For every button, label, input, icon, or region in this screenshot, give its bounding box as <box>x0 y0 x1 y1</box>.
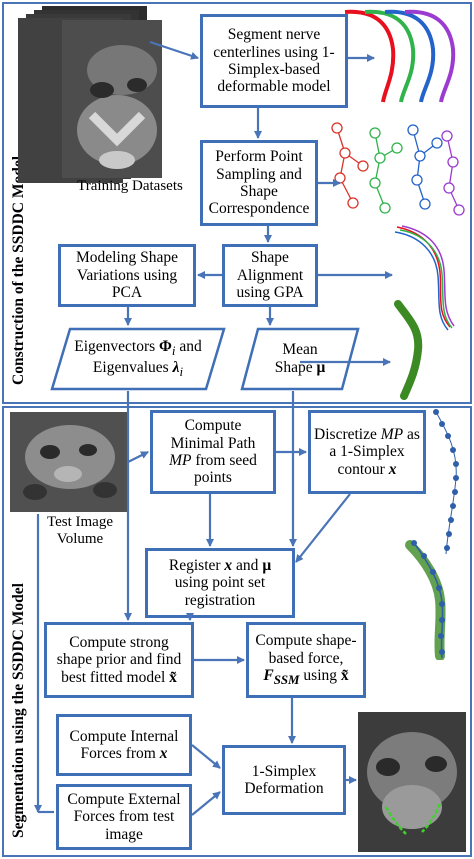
modeling-shape-variations-box: Modeling Shape Variations using PCA <box>58 244 196 307</box>
shape-force-text: Compute shape-based force, <box>255 632 357 667</box>
mu-symbol: μ <box>316 359 326 376</box>
discretize-text-2: as a 1-Simplex contour <box>329 425 420 478</box>
registration-curves <box>405 540 446 660</box>
mean-label: Mean <box>282 341 318 359</box>
mean-shape-curve <box>394 300 423 400</box>
simplex-deformation-box: 1-Simplex Deformation <box>222 745 346 815</box>
shape-alignment-box: Shape Alignment using GPA <box>222 244 318 307</box>
register-box: Register x and μ using point set registr… <box>145 548 295 618</box>
eigenvalues-label: Eigenvalues <box>92 359 169 376</box>
aligned-shape-curves <box>394 225 455 331</box>
shape-force-using: using <box>303 667 338 685</box>
segment-centerlines-box: Segment nerve centerlines using 1-Simple… <box>200 14 348 108</box>
external-forces-box: Compute External Forces from test image <box>56 784 192 850</box>
register-text-2: using point set registration <box>174 574 266 609</box>
phi-subscript: i <box>171 343 176 359</box>
strong-shape-prior-box: Compute strong shape prior and find best… <box>44 622 194 698</box>
test-image <box>10 412 128 512</box>
centerline-curves <box>344 9 456 103</box>
register-x: x <box>224 556 233 574</box>
training-mri-image <box>62 20 162 178</box>
phi-symbol: Φ <box>159 338 172 356</box>
point-sampling-box: Perform Point Sampling and Shape Corresp… <box>200 140 318 226</box>
strong-prior-text: Compute strong shape prior and find best… <box>56 633 182 686</box>
register-text-1: Register <box>168 556 221 574</box>
internal-forces-box: Compute Internal Forces from x <box>56 714 192 776</box>
shape-force-sub: SSM <box>273 672 300 688</box>
eigenvectors-label: Eigenvectors <box>74 338 156 356</box>
minimal-path-text-1: Compute <box>184 417 242 435</box>
simplex-contour-dots <box>433 409 459 555</box>
lambda-symbol: λ <box>172 359 180 376</box>
construction-panel <box>2 2 472 404</box>
minimal-path-box: Compute Minimal Path MP from seed points <box>150 410 276 494</box>
result-image <box>358 712 466 852</box>
minimal-path-text-2: Minimal Path <box>170 434 256 452</box>
discretize-text-1: Discretize <box>314 425 377 443</box>
minimal-path-text-3: from seed points <box>194 452 257 487</box>
register-mu: μ <box>262 556 272 574</box>
discretize-x: x <box>388 460 397 478</box>
shape-force-F: F <box>263 667 274 685</box>
minimal-path-mp: MP <box>169 452 192 469</box>
test-image-caption: Test Image Volume <box>46 514 113 548</box>
discretize-box: Discretize MP as a 1-Simplex contour x <box>308 410 426 494</box>
eigenvectors-eigenvalues-output: Eigenvectors Φi and Eigenvalues λi <box>50 327 226 391</box>
lambda-subscript: i <box>179 364 184 380</box>
register-and: and <box>236 556 259 574</box>
internal-forces-x: x <box>159 745 168 762</box>
shape-force-x: x̃ <box>340 667 349 685</box>
training-datasets-caption: Training Datasets <box>77 178 183 194</box>
strong-prior-x: x̃ <box>169 668 177 686</box>
shape-based-force-box: Compute shape-based force, FSSM using x̃ <box>246 622 366 698</box>
eigen-and: and <box>175 338 202 356</box>
shape-label: Shape <box>274 359 313 376</box>
mean-shape-output: Mean Shape μ <box>240 327 360 391</box>
internal-forces-text: Compute Internal Forces from <box>69 727 179 762</box>
segmentation-panel <box>2 406 472 857</box>
discretize-mp: MP <box>380 425 404 443</box>
